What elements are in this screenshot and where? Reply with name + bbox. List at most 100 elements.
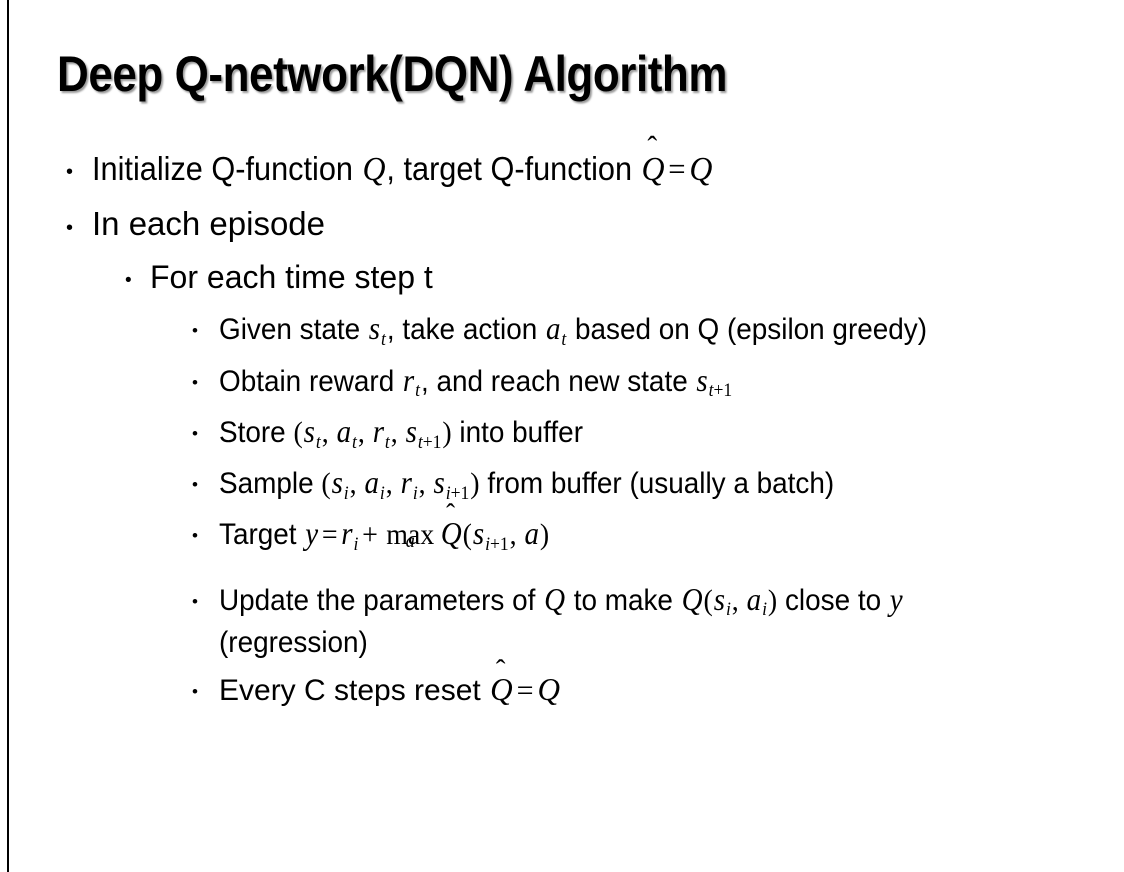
math-close-paren: ): [767, 583, 778, 617]
math-sub-index: i: [485, 534, 490, 556]
math-sub-i: i: [353, 534, 359, 556]
math-var-q: Q: [362, 150, 386, 188]
math-op-equals: =: [668, 152, 686, 188]
math-sub-index: t: [417, 431, 423, 453]
math-comma: ,: [321, 415, 336, 449]
math-sub-t: t: [315, 431, 321, 453]
math-var-q-target: Q: [689, 150, 713, 188]
bullet-glyph-icon: •: [125, 269, 132, 291]
list-item-given-state: • Given state st, take action at based o…: [0, 309, 1124, 352]
list-item-text: Initialize Q-function Q, target Q-functi…: [92, 148, 1124, 191]
math-var-r: r: [341, 516, 353, 552]
list-item-text: In each episode: [92, 204, 326, 242]
update-mid1: to make: [565, 583, 681, 617]
bullet-glyph-icon: •: [66, 216, 74, 239]
list-item-in-each-episode: • In each episode: [0, 204, 1124, 245]
math-sub-i: i: [343, 482, 349, 504]
math-open-paren: (: [293, 415, 303, 449]
update-pre: Update the parameters of: [219, 583, 544, 617]
math-var-s: s: [303, 413, 315, 449]
math-var-s: s: [368, 311, 381, 347]
math-sub-t: t: [384, 431, 390, 453]
bullet-glyph-icon: •: [192, 423, 198, 443]
math-var-s: s: [331, 465, 343, 501]
math-var-a: a: [336, 413, 352, 449]
target-pre: Target: [219, 518, 305, 552]
math-var-r: r: [400, 465, 412, 501]
given-state-pre: Given state: [219, 313, 368, 347]
math-op-plus: +: [362, 518, 378, 552]
math-comma: ,: [390, 415, 405, 449]
list-item-obtain-reward: • Obtain reward rt, and reach new state …: [0, 361, 1124, 404]
math-var-s: s: [472, 516, 485, 552]
math-max-label: max: [386, 518, 435, 552]
update-post: (regression): [219, 625, 368, 659]
math-sub-i: i: [379, 482, 385, 504]
math-var-q: Q: [544, 581, 566, 617]
math-var-a: a: [364, 465, 380, 501]
sample-post: from buffer (usually a batch): [479, 467, 835, 501]
math-sub-i: i: [725, 599, 731, 621]
math-sub-t-plus-1: t+1: [418, 432, 443, 453]
update-mid2: close to: [777, 583, 889, 617]
list-item-store: • Store (st, at, rt, st+1) into buffer: [0, 412, 1124, 455]
math-var-r: r: [372, 413, 385, 449]
math-var-q-hat: Q: [440, 514, 463, 555]
obtain-reward-mid: , and reach new state: [420, 364, 696, 398]
math-sub-i-plus-1: i+1: [485, 534, 510, 555]
math-var-y: y: [305, 516, 319, 552]
math-sub-t: t: [561, 329, 567, 351]
math-var-a: a: [545, 311, 561, 347]
given-state-post: based on Q (epsilon greedy): [567, 313, 928, 347]
list-item-initialize: • Initialize Q-function Q, target Q-func…: [0, 148, 1124, 191]
math-sub-t: t: [415, 380, 421, 402]
math-max-limit: a: [405, 530, 415, 553]
math-sub-offset: +1: [713, 380, 733, 402]
store-pre: Store: [219, 415, 294, 449]
given-state-mid: , take action: [386, 313, 546, 347]
math-comma: ,: [357, 415, 372, 449]
math-open-paren: (: [703, 583, 713, 617]
math-var-a: a: [524, 516, 539, 552]
list-item-text: Every C steps reset Q=Q: [219, 670, 1124, 711]
every-c-steps-pre: Every C steps reset: [219, 673, 490, 707]
math-var-s: s: [696, 362, 708, 398]
bullet-glyph-icon: •: [192, 475, 198, 495]
math-var-a: a: [746, 581, 762, 617]
sample-pre: Sample: [219, 467, 322, 501]
list-item-update: • Update the parameters of Q to make Q(s…: [0, 580, 1124, 662]
math-close-paren: ): [470, 467, 480, 501]
list-item-text: Target y=ri+maxaQ(si+1, a): [219, 514, 1124, 557]
math-var-r: r: [402, 362, 415, 398]
bullet-glyph-icon: •: [192, 526, 198, 546]
list-item-every-c-steps: • Every C steps reset Q=Q: [0, 670, 1124, 711]
list-item-target: • Target y=ri+maxaQ(si+1, a): [0, 514, 1124, 557]
obtain-reward-pre: Obtain reward: [219, 364, 402, 398]
math-sub-t: t: [352, 431, 357, 453]
math-var-y: y: [889, 581, 903, 617]
math-var-s-next: s: [405, 413, 417, 449]
bullet-glyph-icon: •: [192, 591, 198, 611]
list-item-text: For each time step t: [150, 258, 433, 295]
math-open-paren: (: [321, 467, 331, 501]
math-var-s: s: [713, 581, 726, 617]
math-sub-t: t: [381, 329, 386, 351]
slide-left-rule: [7, 0, 9, 872]
math-sub-offset: +1: [489, 534, 509, 556]
math-sub-index: i: [445, 482, 451, 504]
math-comma: ,: [418, 467, 433, 501]
math-sub-i: i: [412, 482, 418, 504]
math-sub-t-plus-1: t+1: [709, 380, 734, 401]
math-close-paren: ): [539, 518, 550, 552]
math-close-paren: ): [442, 415, 452, 449]
list-item-text: Update the parameters of Q to make Q(si,…: [219, 580, 1124, 662]
math-sub-index: t: [708, 380, 714, 402]
math-comma: ,: [509, 518, 524, 552]
math-op-equals: =: [321, 518, 338, 552]
bullet-glyph-icon: •: [192, 681, 198, 701]
page-title: Deep Q-network(DQN) Algorithm: [57, 46, 728, 102]
math-var-q: Q: [537, 671, 561, 707]
list-item-text: Given state st, take action at based on …: [219, 309, 1124, 352]
